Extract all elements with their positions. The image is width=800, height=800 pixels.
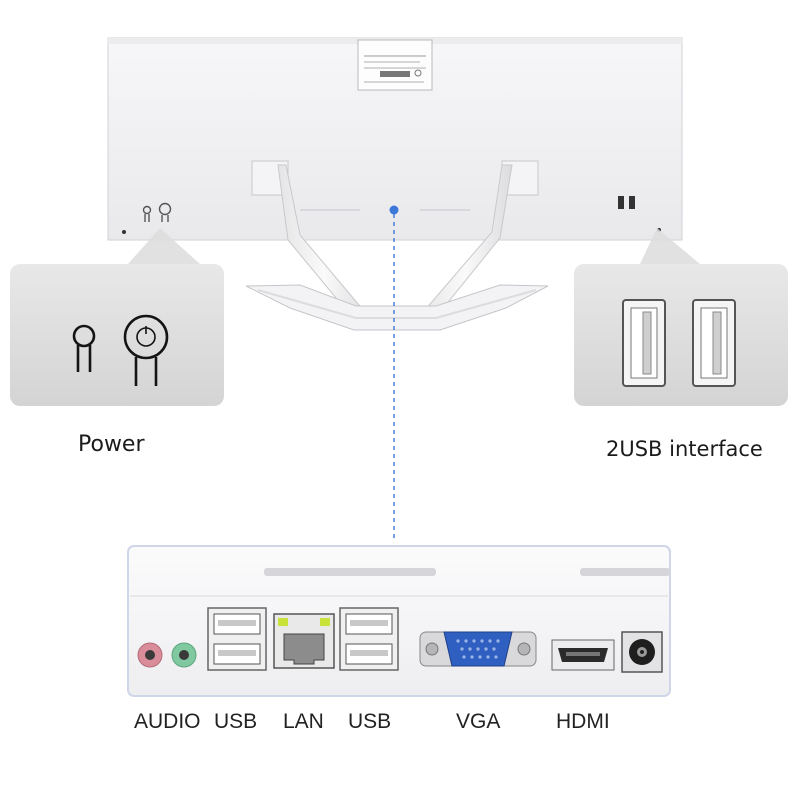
- hdmi-port-icon: [551, 639, 615, 671]
- rear-port-panel: [127, 545, 671, 697]
- monitor-stand: [245, 164, 549, 331]
- usb-port-icon: [207, 607, 267, 671]
- back-usb-pair-icon: [618, 196, 635, 209]
- monitor-back: [107, 37, 683, 241]
- power-callout: [10, 264, 224, 406]
- port-label-lan: LAN: [283, 710, 324, 733]
- dc-power-jack-icon: [621, 631, 663, 673]
- port-label-vga: VGA: [456, 710, 501, 733]
- nameplate-label: [357, 39, 433, 91]
- center-marker-dot: [389, 205, 399, 215]
- port-label-usb-2: USB: [348, 710, 392, 733]
- back-power-buttons-icon: [142, 202, 172, 222]
- port-label-usb-1: USB: [214, 710, 258, 733]
- power-label: Power: [78, 432, 145, 457]
- port-label-audio: AUDIO: [134, 710, 201, 733]
- usb-interface-label: 2USB interface: [606, 437, 763, 461]
- usb-port-icon: [622, 299, 666, 387]
- usb-callout-pointer: [640, 228, 700, 264]
- usb-port-icon: [692, 299, 736, 387]
- port-label-hdmi: HDMI: [556, 710, 610, 733]
- usb-port-icon: [339, 607, 399, 671]
- power-callout-pointer: [128, 228, 200, 264]
- power-button-icon: [72, 314, 169, 386]
- vga-port-icon: [419, 631, 537, 667]
- audio-jack-icon: [137, 642, 197, 668]
- ethernet-port-icon: [273, 613, 335, 669]
- usb-callout: [574, 264, 788, 406]
